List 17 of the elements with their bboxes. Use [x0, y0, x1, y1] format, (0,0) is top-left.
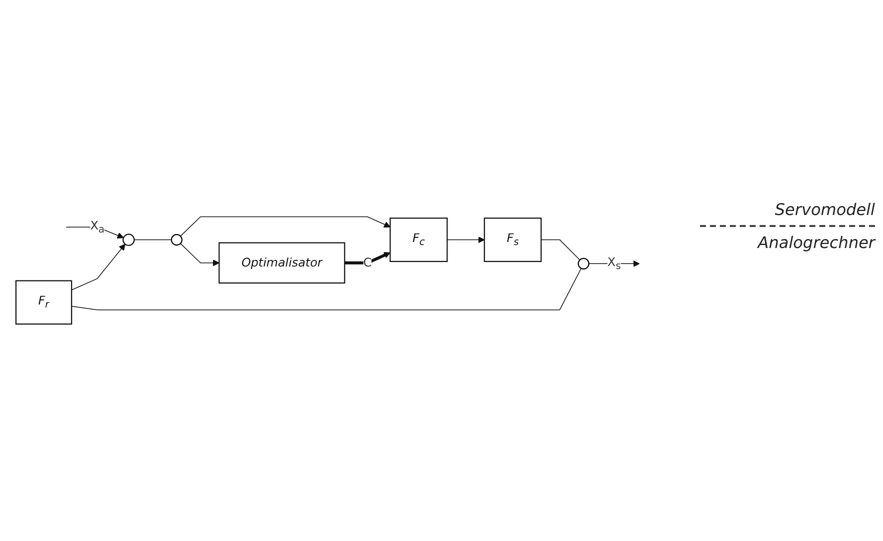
region-label: Servomodell	[774, 200, 875, 219]
connector	[71, 268, 582, 310]
node-box: F$_{s}$	[484, 218, 542, 262]
node-circle	[122, 234, 135, 246]
node-box: F$_{c}$	[390, 218, 448, 262]
edge-label: X$_{s}$	[607, 254, 621, 272]
arrow	[180, 243, 220, 266]
edge-label: C	[363, 255, 372, 270]
connector	[540, 239, 580, 260]
arrow	[71, 244, 126, 290]
arrow	[446, 236, 485, 244]
connector	[134, 239, 172, 240]
arrow	[344, 252, 390, 264]
region-label: Analogrechner	[756, 233, 875, 252]
arrow	[66, 226, 124, 239]
edge-label: X$_{a}$	[90, 218, 104, 236]
arrow	[180, 216, 390, 237]
